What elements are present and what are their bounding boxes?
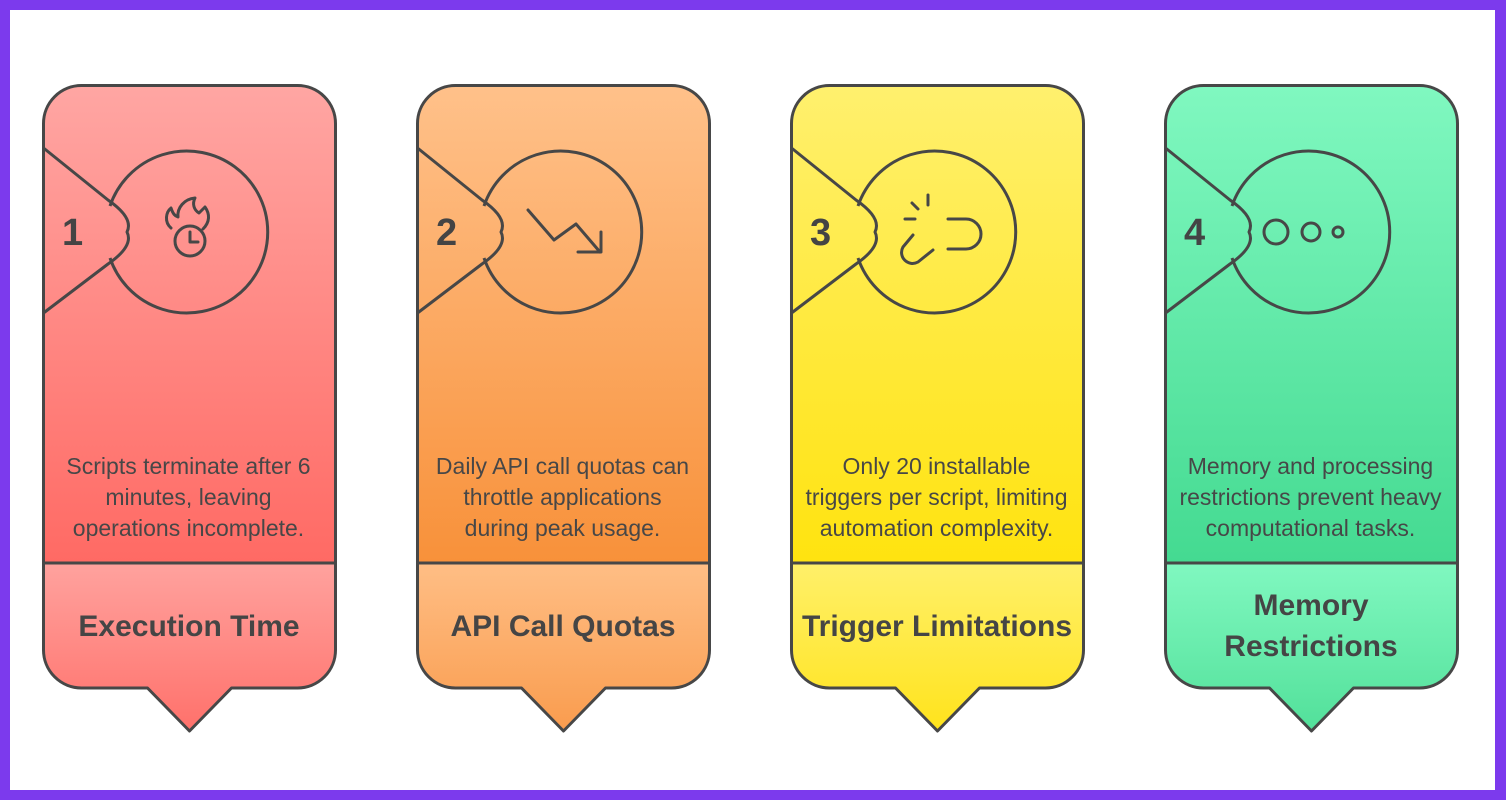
description-text: Scripts terminate after 6 minutes, leavi… xyxy=(66,453,311,541)
fire-clock-icon xyxy=(165,196,210,258)
description-text: Daily API call quotas can throttle appli… xyxy=(435,453,690,541)
ellipsis-circles-icon xyxy=(1262,218,1345,246)
trending-down-icon xyxy=(526,208,603,254)
card-outline xyxy=(1164,84,1459,733)
card-shape xyxy=(790,84,1085,733)
card-execution-time: 1 Scripts terminate after 6 minutes, lea… xyxy=(42,84,337,734)
card-shape xyxy=(416,84,711,733)
card-outline xyxy=(790,84,1085,733)
chevron-marker xyxy=(42,146,130,315)
card-footer xyxy=(417,563,710,731)
card-description: Memory and processing restrictions preve… xyxy=(1178,384,1443,544)
card-title: Trigger Limitations xyxy=(801,609,1073,643)
card-shape xyxy=(1164,84,1459,733)
card-footer xyxy=(1165,563,1458,731)
card-outline xyxy=(42,84,337,733)
step-number: 2 xyxy=(436,212,458,254)
card-description: Daily API call quotas can throttle appli… xyxy=(430,384,695,544)
step-number: 3 xyxy=(810,212,832,254)
card-description: Scripts terminate after 6 minutes, leavi… xyxy=(56,384,321,544)
card-footer xyxy=(43,563,336,731)
card-memory-restrictions: 4 Memory and processing restrictions pre… xyxy=(1164,84,1459,734)
step-number: 4 xyxy=(1184,212,1206,254)
description-text: Only 20 installable triggers per script,… xyxy=(805,453,1068,541)
card-api-call-quotas: 2 Daily API call quotas can throttle app… xyxy=(416,84,711,734)
icon-circle xyxy=(1230,149,1392,315)
card-title: API Call Quotas xyxy=(450,609,676,643)
card-shape xyxy=(42,84,337,733)
card-outline xyxy=(416,84,711,733)
icon-circle xyxy=(482,149,644,315)
card-footer xyxy=(791,563,1084,731)
icon-circle xyxy=(108,149,270,315)
card-title: Execution Time xyxy=(78,609,300,643)
broken-link-icon xyxy=(900,193,983,265)
step-number: 1 xyxy=(62,212,84,254)
card-title: Memory Restrictions xyxy=(1224,589,1398,663)
chevron-marker xyxy=(1164,146,1252,315)
card-description: Only 20 installable triggers per script,… xyxy=(804,384,1069,544)
chevron-marker xyxy=(790,146,878,315)
icon-circle xyxy=(856,149,1018,315)
description-text: Memory and processing restrictions preve… xyxy=(1179,453,1442,541)
chevron-marker xyxy=(416,146,504,315)
card-trigger-limitations: 3 Only 20 installable triggers per scrip… xyxy=(790,84,1085,734)
